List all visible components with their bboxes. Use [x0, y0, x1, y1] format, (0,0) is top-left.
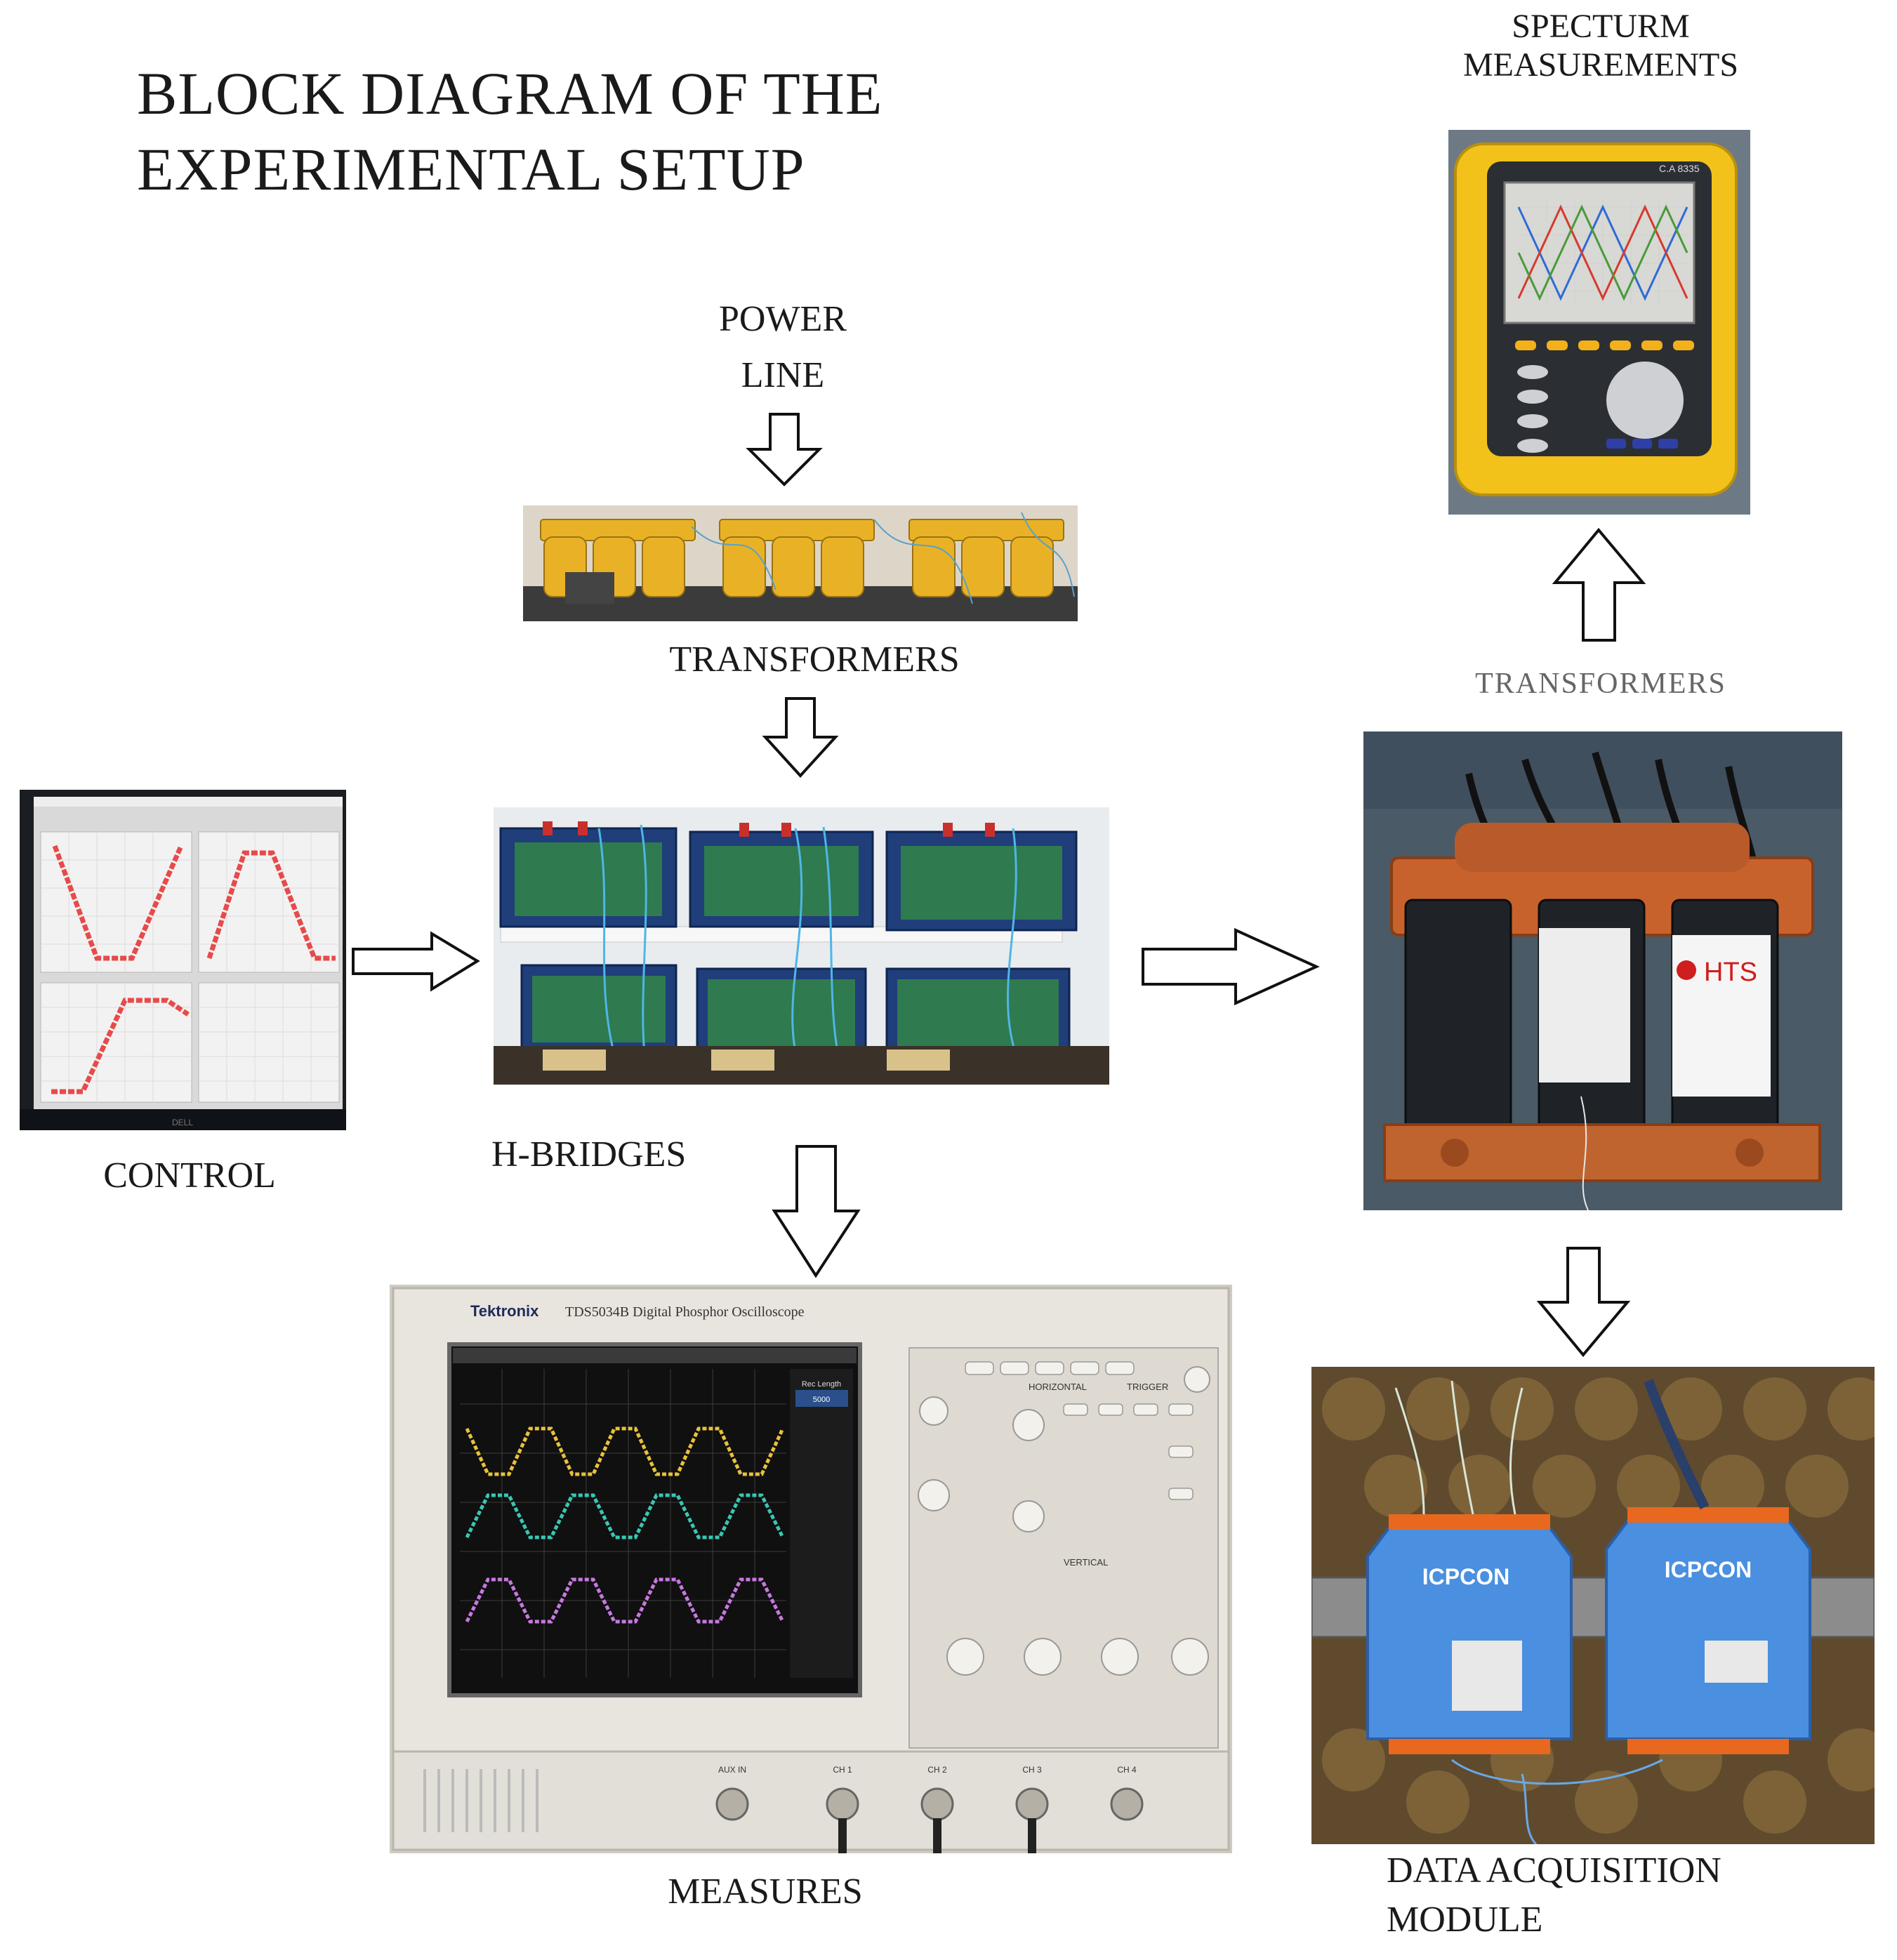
transformers-right-label: TRANSFORMERS — [1475, 668, 1726, 700]
ch3-label: CH 3 — [1022, 1765, 1042, 1775]
daq-label-1: DATA ACQUISITION — [1387, 1850, 1721, 1891]
arrow-right-control — [352, 931, 480, 992]
arrow-down-transformers — [762, 697, 839, 778]
daq-label-2: MODULE — [1387, 1899, 1543, 1940]
power-analyzer-photo: C.A 8335 — [1448, 130, 1750, 515]
rec-length-label: Rec Length — [802, 1380, 841, 1389]
diagram-title: BLOCK DIAGRAM OF THE EXPERIMENTAL SETUP — [137, 56, 883, 207]
daq-brand-1: ICPCON — [1422, 1564, 1509, 1589]
daq-label: DATA ACQUISITION MODULE — [1387, 1850, 1780, 1941]
arrow-down-daq — [1536, 1247, 1631, 1358]
power-line-label: POWER LINE — [692, 298, 874, 397]
title-line-2: EXPERIMENTAL SETUP — [137, 135, 805, 203]
spectrum-label-1: SPECTURM — [1512, 8, 1690, 45]
arrow-down-power — [746, 413, 823, 486]
oscilloscope-photo: Tektronix TDS5034B Digital Phosphor Osci… — [390, 1285, 1232, 1853]
control-screen-photo: DELL — [20, 790, 346, 1130]
ch1-label: CH 1 — [833, 1765, 852, 1775]
spectrum-label-2: MEASUREMENTS — [1462, 46, 1739, 84]
arrow-right-hbridges — [1142, 927, 1320, 1006]
daq-brand-2: ICPCON — [1665, 1557, 1752, 1582]
daq-module-photo: ICPCON ICPCON — [1311, 1367, 1875, 1844]
section-vertical: VERTICAL — [1064, 1557, 1108, 1568]
transformers-top-label: TRANSFORMERS — [669, 640, 960, 680]
arrow-down-hbridges — [772, 1145, 861, 1278]
section-horizontal: HORIZONTAL — [1029, 1382, 1087, 1392]
scope-model: TDS5034B Digital Phosphor Oscilloscope — [565, 1304, 805, 1320]
h-bridges-label: H-BRIDGES — [491, 1134, 687, 1174]
arrow-up-spectrum — [1552, 527, 1646, 642]
section-trigger: TRIGGER — [1127, 1382, 1168, 1392]
transformer-hts-photo: HTS — [1363, 731, 1842, 1210]
control-label: CONTROL — [103, 1156, 276, 1196]
rec-length-value: 5000 — [813, 1396, 830, 1404]
title-line-1: BLOCK DIAGRAM OF THE — [137, 60, 883, 127]
power-line-label-2: LINE — [741, 355, 825, 395]
ch4-label: CH 4 — [1117, 1765, 1137, 1775]
hts-tag: HTS — [1704, 958, 1757, 987]
dell-text: DELL — [172, 1118, 193, 1127]
power-line-label-1: POWER — [719, 299, 847, 339]
analyzer-model: C.A 8335 — [1659, 163, 1700, 174]
h-bridges-photo — [494, 807, 1109, 1085]
transformers-top-photo — [523, 505, 1078, 621]
measures-label: MEASURES — [668, 1872, 863, 1912]
aux-in-label: AUX IN — [718, 1765, 746, 1775]
ch2-label: CH 2 — [927, 1765, 947, 1775]
scope-brand: Tektronix — [470, 1302, 539, 1320]
spectrum-label: SPECTURM MEASUREMENTS — [1418, 7, 1783, 84]
